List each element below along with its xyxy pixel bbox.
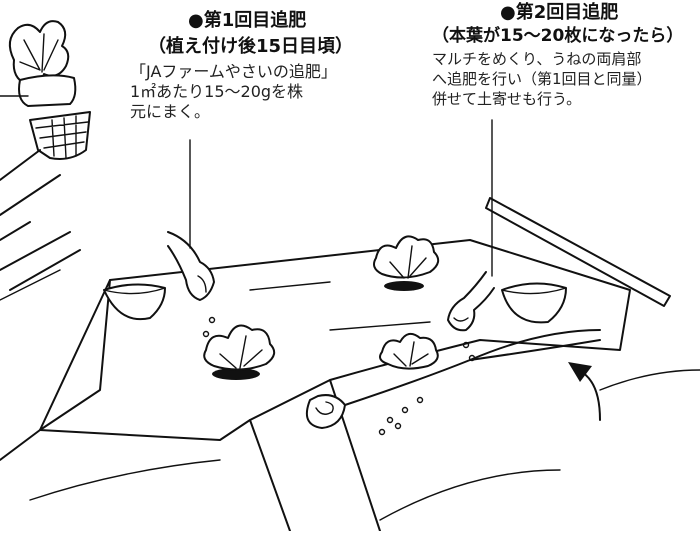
potted-seedling-illustration [0, 20, 91, 160]
plant-front [203, 324, 276, 380]
callout-2-subheading: （本葉が15～20枚になったら） [432, 26, 684, 46]
raised-bed [0, 197, 700, 532]
fertilizer-bowl-right [501, 282, 567, 324]
hand-right [447, 271, 495, 332]
fertilizer-bowl-left [103, 283, 166, 321]
callout-1-subheading: （植え付け後15日目頃） [148, 36, 354, 57]
callout-1-line-3: 元にまく。 [130, 102, 211, 121]
hand-left [167, 231, 215, 301]
callout-2-heading: ●第2回目追肥 [500, 2, 619, 23]
callout-1-heading: ●第1回目追肥 [188, 10, 307, 31]
callout-1-line-1: 「JAファームやさいの追肥」 [130, 62, 337, 81]
left-furrows [0, 149, 81, 301]
callout-1-line-2: 1㎡あたり15～20gを株 [130, 82, 304, 101]
callout-2-line-2: へ追肥を行い（第1回目と同量） [432, 70, 652, 88]
callout-2-line-3: 併せて土寄せも行う。 [432, 90, 582, 108]
plant-middle [379, 332, 439, 370]
plant-back [373, 235, 440, 291]
callout-2-line-1: マルチをめくり、うねの両肩部 [432, 50, 642, 68]
